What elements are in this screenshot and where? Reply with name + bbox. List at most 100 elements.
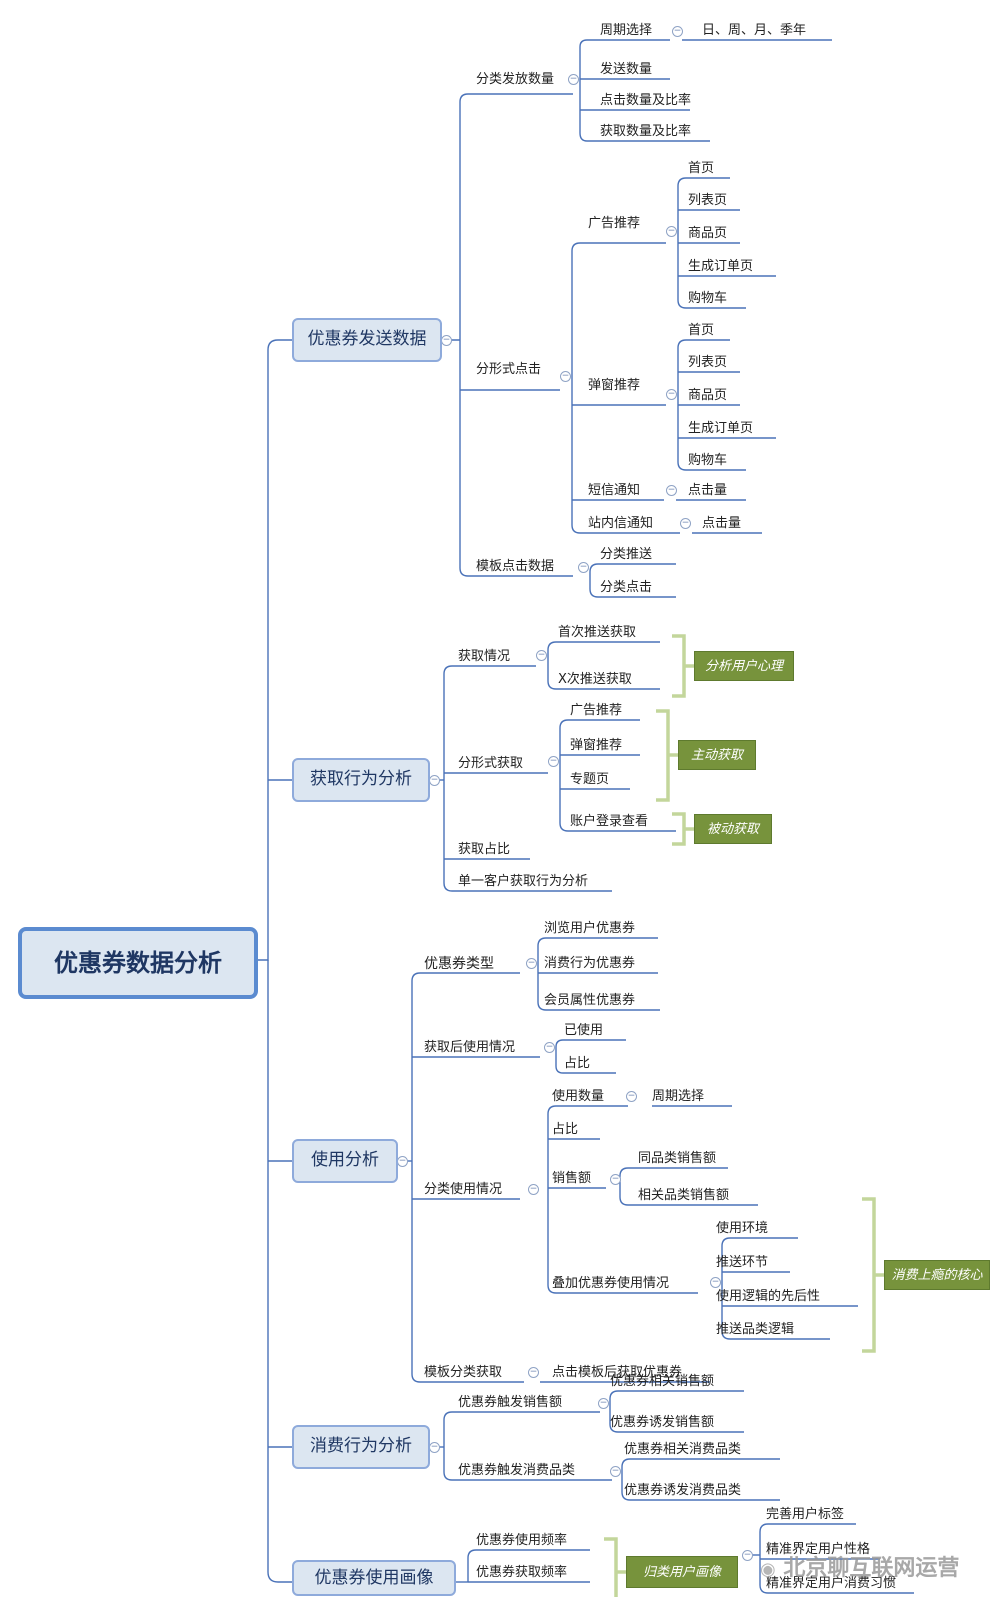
status-item[interactable]: 首次推送获取 (558, 625, 637, 640)
node-consume-sales[interactable]: 优惠券触发销售额 (458, 1395, 563, 1410)
types-item[interactable]: 会员属性优惠券 (544, 993, 636, 1008)
note-addiction-core[interactable]: 消费上瘾的核心 (884, 1260, 990, 1290)
node-acquire-ratio[interactable]: 获取占比 (458, 842, 511, 857)
note-active[interactable]: 主动获取 (678, 740, 756, 770)
collapse-icon[interactable]: − (560, 371, 571, 382)
collapse-icon[interactable]: − (610, 1174, 621, 1185)
note-psychology[interactable]: 分析用户心理 (694, 651, 794, 681)
sales-item[interactable]: 相关品类销售额 (638, 1188, 730, 1203)
node-acquire-form[interactable]: 分形式获取 (458, 756, 524, 771)
branch-consume[interactable]: 消费行为分析 (292, 1425, 430, 1469)
popup-item[interactable]: 首页 (688, 323, 715, 338)
collapse-icon[interactable]: − (598, 1398, 609, 1409)
branch-send[interactable]: 优惠券发送数据 (292, 318, 442, 362)
collapse-icon[interactable]: − (528, 1184, 539, 1195)
ad-item[interactable]: 商品页 (688, 226, 728, 241)
node-usage-after[interactable]: 获取后使用情况 (424, 1040, 516, 1055)
form-item[interactable]: 账户登录查看 (570, 814, 649, 829)
node-consume-category[interactable]: 优惠券触发消费品类 (458, 1463, 576, 1478)
collapse-icon[interactable]: − (666, 485, 677, 496)
collapse-icon[interactable]: − (536, 650, 547, 661)
portrait-item[interactable]: 优惠券获取频率 (476, 1565, 568, 1580)
node-get-rate[interactable]: 获取数量及比率 (600, 124, 692, 139)
collapse-icon[interactable]: − (429, 1442, 440, 1453)
popup-item[interactable]: 商品页 (688, 388, 728, 403)
node-usage-template[interactable]: 模板分类获取 (424, 1365, 503, 1380)
category-sales[interactable]: 销售额 (552, 1171, 592, 1186)
collapse-icon[interactable]: − (666, 226, 677, 237)
collapse-icon[interactable]: − (742, 1550, 753, 1561)
category-ratio[interactable]: 占比 (552, 1122, 579, 1137)
category-stack[interactable]: 叠加优惠券使用情况 (552, 1276, 670, 1291)
consume-sales-item[interactable]: 优惠券诱发销售额 (610, 1415, 715, 1430)
root-node[interactable]: 优惠券数据分析 (18, 927, 258, 999)
consume-sales-item[interactable]: 优惠券相关销售额 (610, 1374, 715, 1389)
node-usage-types[interactable]: 优惠券类型 (424, 956, 494, 972)
inbox-item[interactable]: 点击量 (702, 516, 742, 531)
template-get-item[interactable]: 点击模板后获取优惠券 (552, 1365, 683, 1380)
portrait-sub-item[interactable]: 精准界定用户消费习惯 (766, 1576, 897, 1591)
consume-category-item[interactable]: 优惠券诱发消费品类 (624, 1483, 742, 1498)
portrait-sub-item[interactable]: 精准界定用户性格 (766, 1542, 871, 1557)
form-item[interactable]: 弹窗推荐 (570, 738, 623, 753)
collapse-icon[interactable]: − (666, 389, 677, 400)
collapse-icon[interactable]: − (672, 26, 683, 37)
collapse-icon[interactable]: − (548, 756, 559, 767)
ad-item[interactable]: 首页 (688, 161, 715, 176)
node-count[interactable]: 分类发放数量 (476, 72, 555, 87)
collapse-icon[interactable]: − (578, 562, 589, 573)
node-acquire-status[interactable]: 获取情况 (458, 649, 511, 664)
stack-item[interactable]: 推送环节 (716, 1255, 769, 1270)
popup-item[interactable]: 生成订单页 (688, 421, 754, 436)
node-click-rate[interactable]: 点击数量及比率 (600, 93, 692, 108)
collapse-icon[interactable]: − (568, 74, 579, 85)
types-item[interactable]: 消费行为优惠券 (544, 956, 636, 971)
collapse-icon[interactable]: − (544, 1042, 555, 1053)
note-passive[interactable]: 被动获取 (694, 814, 772, 844)
sales-item[interactable]: 同品类销售额 (638, 1151, 717, 1166)
branch-portrait[interactable]: 优惠券使用画像 (292, 1560, 456, 1596)
portrait-sub-item[interactable]: 完善用户标签 (766, 1507, 845, 1522)
node-click[interactable]: 分形式点击 (476, 362, 542, 377)
stack-item[interactable]: 使用逻辑的先后性 (716, 1289, 821, 1304)
node-template-click[interactable]: 模板点击数据 (476, 559, 555, 574)
node-inbox[interactable]: 站内信通知 (588, 516, 654, 531)
status-item[interactable]: X次推送获取 (558, 672, 632, 687)
branch-usage[interactable]: 使用分析 (292, 1139, 398, 1183)
form-item[interactable]: 广告推荐 (570, 703, 623, 718)
node-send-count[interactable]: 发送数量 (600, 62, 653, 77)
ad-item[interactable]: 列表页 (688, 193, 728, 208)
node-usage-category[interactable]: 分类使用情况 (424, 1182, 503, 1197)
after-item[interactable]: 占比 (564, 1056, 591, 1071)
form-item[interactable]: 专题页 (570, 772, 610, 787)
template-item[interactable]: 分类点击 (600, 580, 653, 595)
category-use-count[interactable]: 使用数量 (552, 1089, 605, 1104)
collapse-icon[interactable]: − (680, 518, 691, 529)
stack-item[interactable]: 推送品类逻辑 (716, 1322, 795, 1337)
category-period[interactable]: 周期选择 (652, 1089, 705, 1104)
collapse-icon[interactable]: − (441, 335, 452, 346)
note-portrait[interactable]: 归类用户画像 (626, 1556, 738, 1588)
stack-item[interactable]: 使用环境 (716, 1221, 769, 1236)
portrait-item[interactable]: 优惠券使用频率 (476, 1533, 568, 1548)
collapse-icon[interactable]: − (528, 1367, 539, 1378)
consume-category-item[interactable]: 优惠券相关消费品类 (624, 1442, 742, 1457)
collapse-icon[interactable]: − (710, 1277, 721, 1288)
sms-item[interactable]: 点击量 (688, 483, 728, 498)
node-acquire-single[interactable]: 单一客户获取行为分析 (458, 874, 589, 889)
collapse-icon[interactable]: − (610, 1466, 621, 1477)
template-item[interactable]: 分类推送 (600, 547, 653, 562)
node-period-values[interactable]: 日、周、月、季年 (702, 23, 807, 38)
collapse-icon[interactable]: − (429, 775, 440, 786)
ad-item[interactable]: 生成订单页 (688, 259, 754, 274)
collapse-icon[interactable]: − (397, 1156, 408, 1167)
node-ad[interactable]: 广告推荐 (588, 216, 641, 231)
collapse-icon[interactable]: − (626, 1091, 637, 1102)
popup-item[interactable]: 列表页 (688, 355, 728, 370)
ad-item[interactable]: 购物车 (688, 291, 728, 306)
after-item[interactable]: 已使用 (564, 1023, 604, 1038)
popup-item[interactable]: 购物车 (688, 453, 728, 468)
node-sms[interactable]: 短信通知 (588, 483, 641, 498)
collapse-icon[interactable]: − (526, 958, 537, 969)
types-item[interactable]: 浏览用户优惠券 (544, 921, 636, 936)
